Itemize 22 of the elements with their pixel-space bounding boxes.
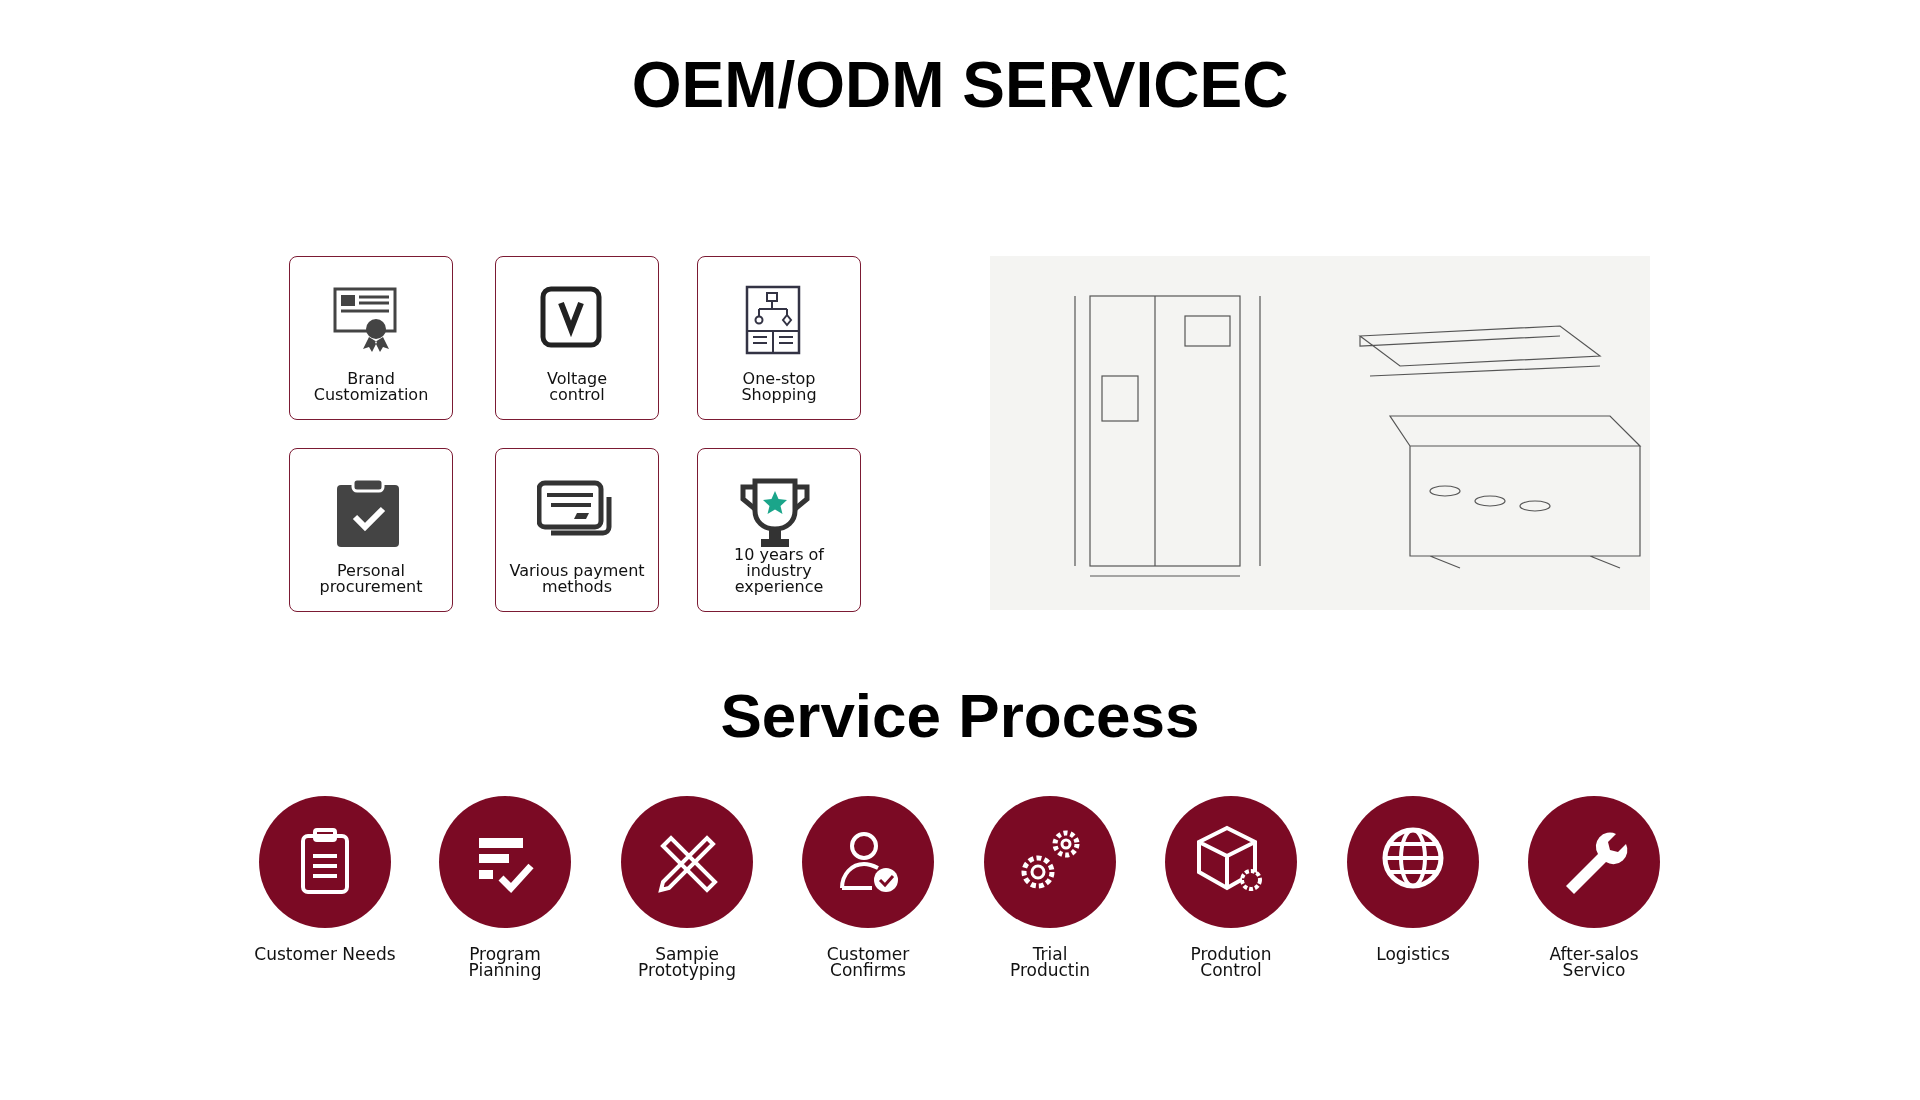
step-label: After-salos Servico (1549, 946, 1639, 978)
step-label: Logistics (1375, 946, 1451, 962)
step-label: Customer Needs (253, 946, 397, 962)
step-label: Program Pianning (467, 946, 543, 978)
page-title: OEM/ODM SERVICEC (630, 48, 1290, 122)
feature-card (289, 448, 453, 612)
feature-card (697, 448, 861, 612)
feature-label: Voltage control (546, 371, 608, 403)
feature-label: Various payment methods (508, 563, 646, 595)
step-label: Sampie Prototyping (637, 946, 737, 978)
step-label: Customer Confirms (825, 946, 911, 978)
feature-card (697, 256, 861, 420)
feature-label: 10 years of industry experience (733, 547, 826, 595)
section-heading: Service Process (719, 680, 1201, 751)
feature-card (495, 256, 659, 420)
feature-card (289, 256, 453, 420)
step-label: Prodution Control (1189, 946, 1273, 978)
feature-label: Brand Customization (312, 371, 430, 403)
feature-label: Personal procurement (318, 563, 424, 595)
feature-card (495, 448, 659, 612)
feature-label: One-stop Shopping (740, 371, 818, 403)
step-label: Trial Productin (1008, 946, 1091, 978)
